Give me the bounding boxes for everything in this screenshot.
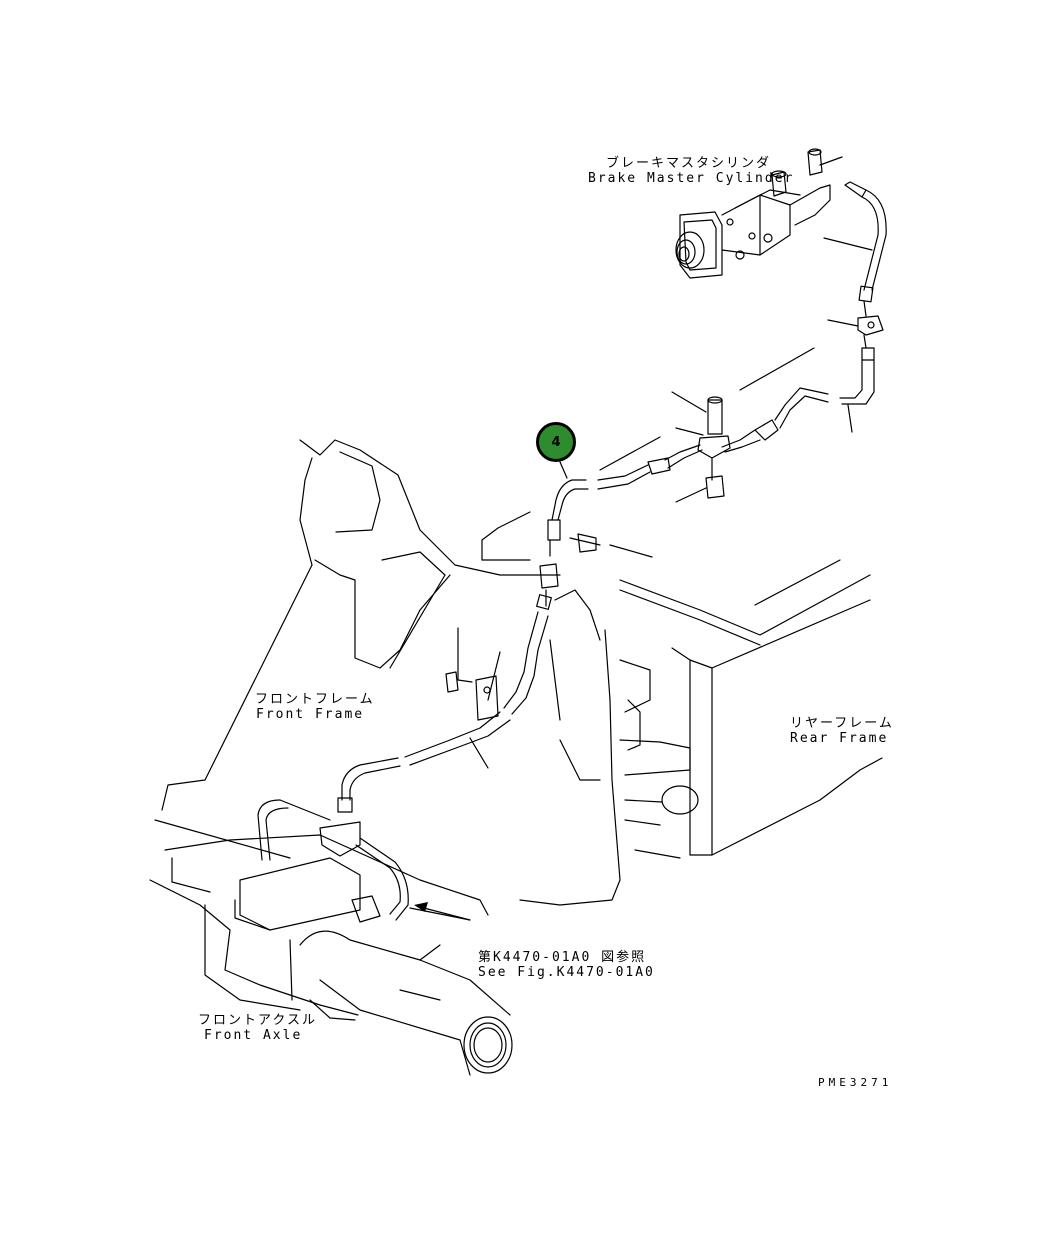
rear-frame-label-jp: リヤーフレーム: [790, 716, 894, 731]
brake-hose-upper: [774, 189, 887, 429]
drawing-code: PME3271: [818, 1076, 893, 1089]
brake-tee-joint: [597, 396, 779, 499]
see-fig-label-en: See Fig.K4470-01A0: [478, 965, 655, 980]
see-fig-label-jp: 第K4470-01A0 図参照: [478, 950, 647, 965]
front-frame-label-en: Front Frame: [256, 707, 365, 722]
brake-pipe-4: [257, 479, 601, 923]
front-axle-label-jp: フロントアクスル: [198, 1013, 317, 1028]
part-callout-number: 4: [551, 434, 561, 450]
front-frame: [161, 439, 621, 906]
part-callout-4[interactable]: 4: [536, 422, 576, 462]
leader-lines: [409, 237, 873, 921]
brake-master-cylinder: [675, 148, 867, 279]
rear-frame-label-en: Rear Frame: [790, 731, 889, 746]
brake-master-cylinder-label-jp: ブレーキマスタシリンダ: [606, 156, 772, 171]
front-axle: [149, 819, 513, 1076]
front-axle-label-en: Front Axle: [204, 1028, 303, 1043]
rear-frame: [619, 559, 883, 859]
front-frame-label-jp: フロントフレーム: [255, 692, 375, 707]
brake-master-cylinder-label-en: Brake Master Cylinder: [588, 171, 795, 186]
